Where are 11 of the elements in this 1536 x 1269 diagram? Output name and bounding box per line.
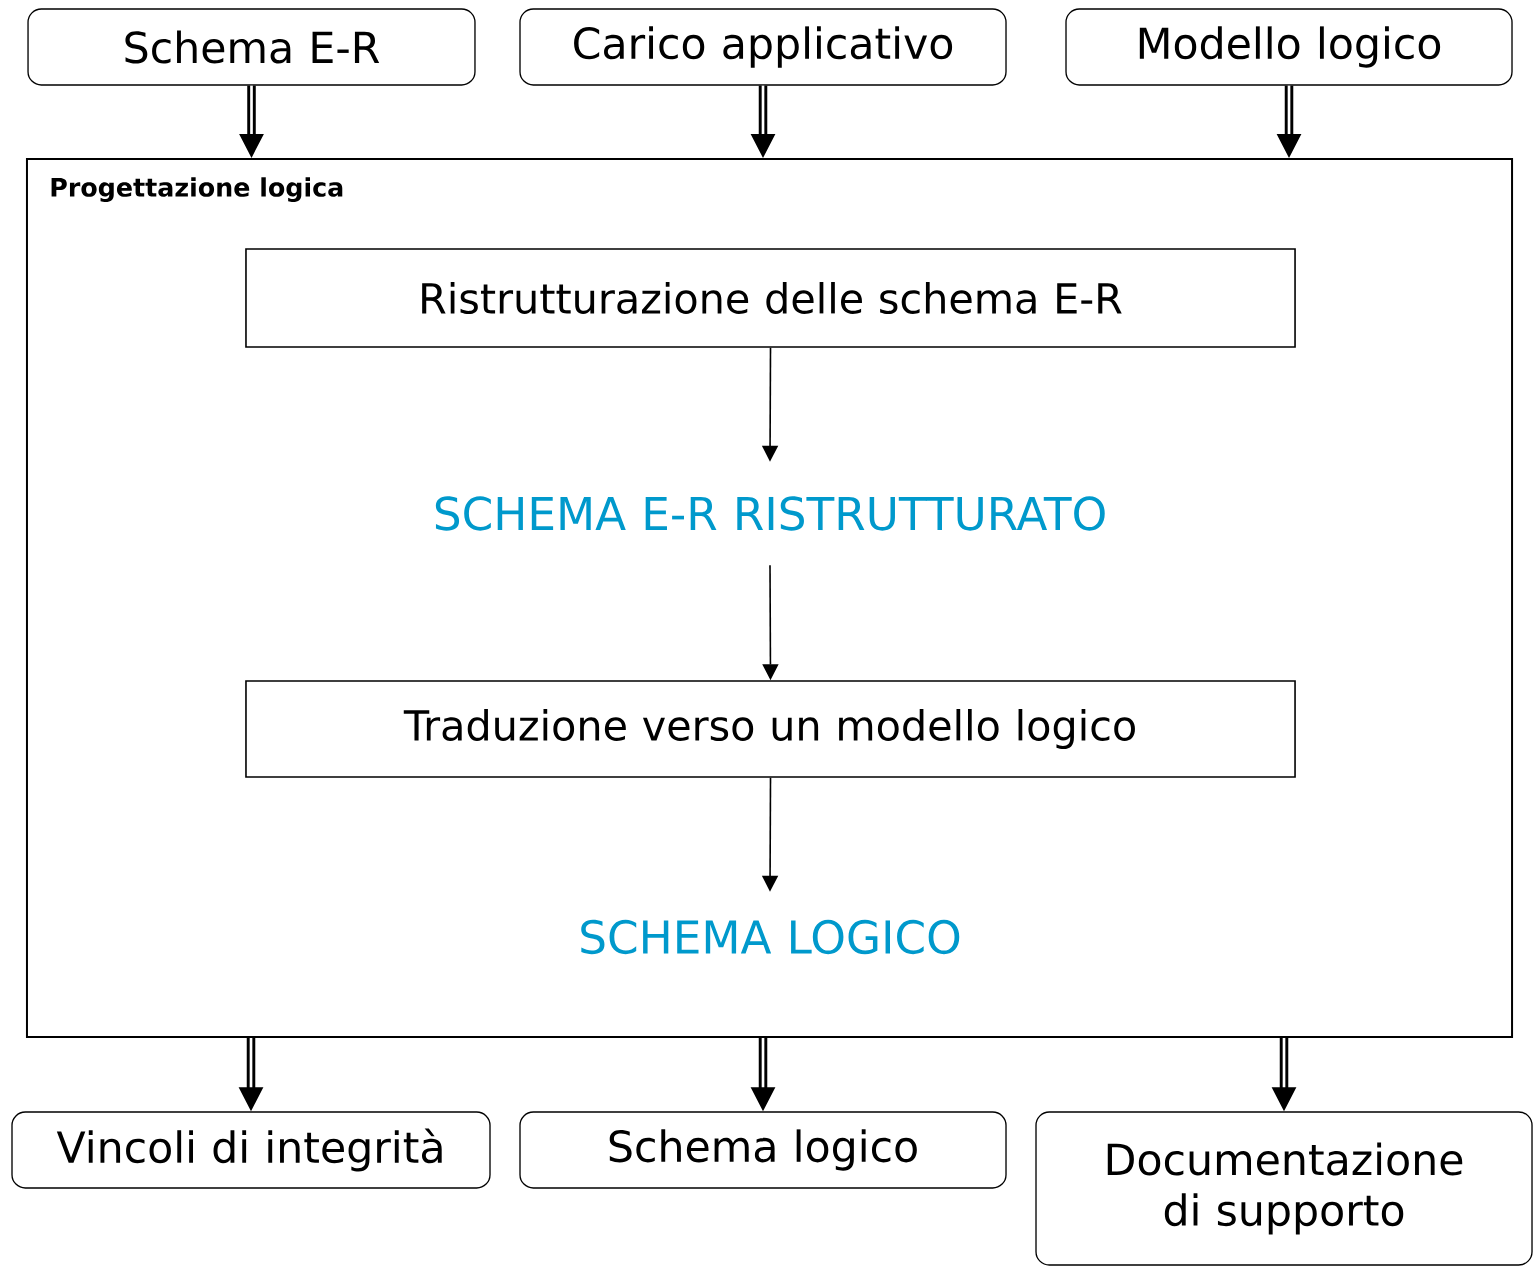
result-text: SCHEMA E-R RISTRUTTURATO bbox=[435, 496, 1105, 531]
input-box: Modello logico bbox=[1065, 8, 1513, 86]
output-box: Documentazione di supporto bbox=[1035, 1111, 1533, 1266]
result-text: SCHEMA LOGICO bbox=[581, 919, 960, 955]
process-box: Ristrutturazione delle schema E-R bbox=[245, 248, 1296, 348]
output-box: Vincoli di integrità bbox=[11, 1111, 491, 1189]
frame-title: Progettazione logica bbox=[51, 177, 343, 202]
input-box: Carico applicativo bbox=[519, 8, 1007, 86]
process-box: Traduzione verso un modello logico bbox=[245, 680, 1296, 778]
output-box: Schema logico bbox=[519, 1111, 1007, 1189]
input-box: Schema E-R bbox=[27, 8, 476, 86]
